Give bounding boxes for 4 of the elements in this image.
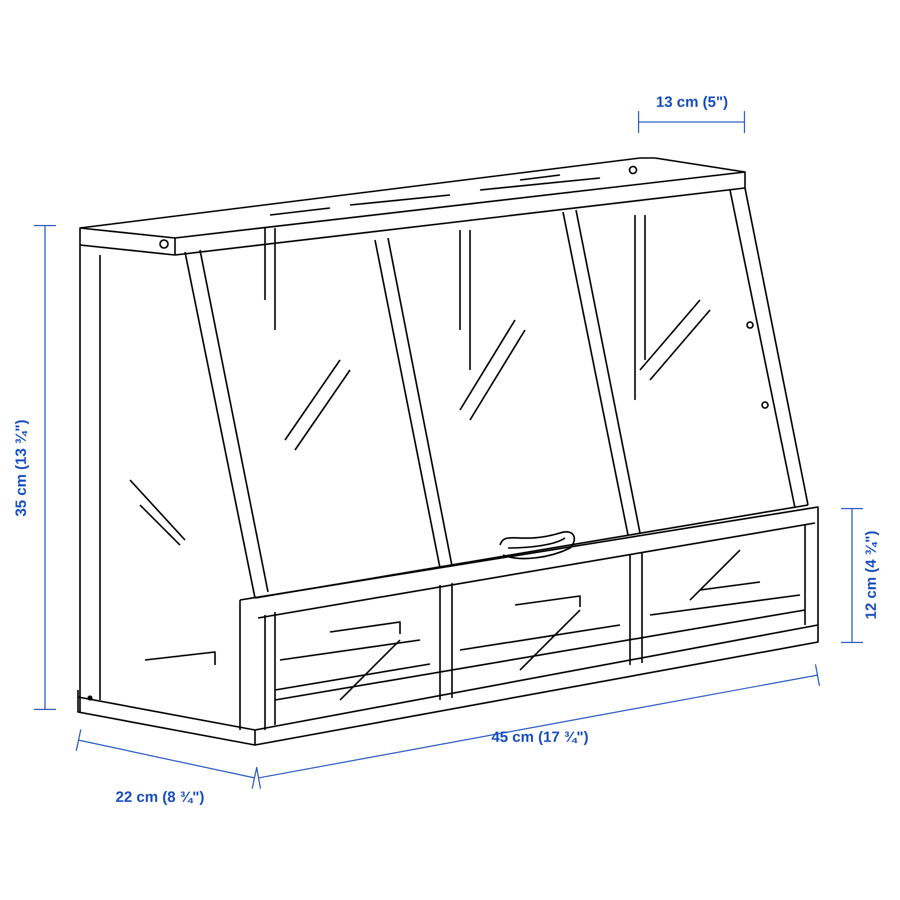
dimension-label: 35 cm (13 ¾")	[15, 420, 29, 516]
dimension-label: 12 cm (4 ¾")	[865, 531, 879, 618]
dimension-label: 13 cm (5")	[656, 96, 728, 110]
dimension-label: 22 cm (8 ¾")	[116, 791, 204, 805]
